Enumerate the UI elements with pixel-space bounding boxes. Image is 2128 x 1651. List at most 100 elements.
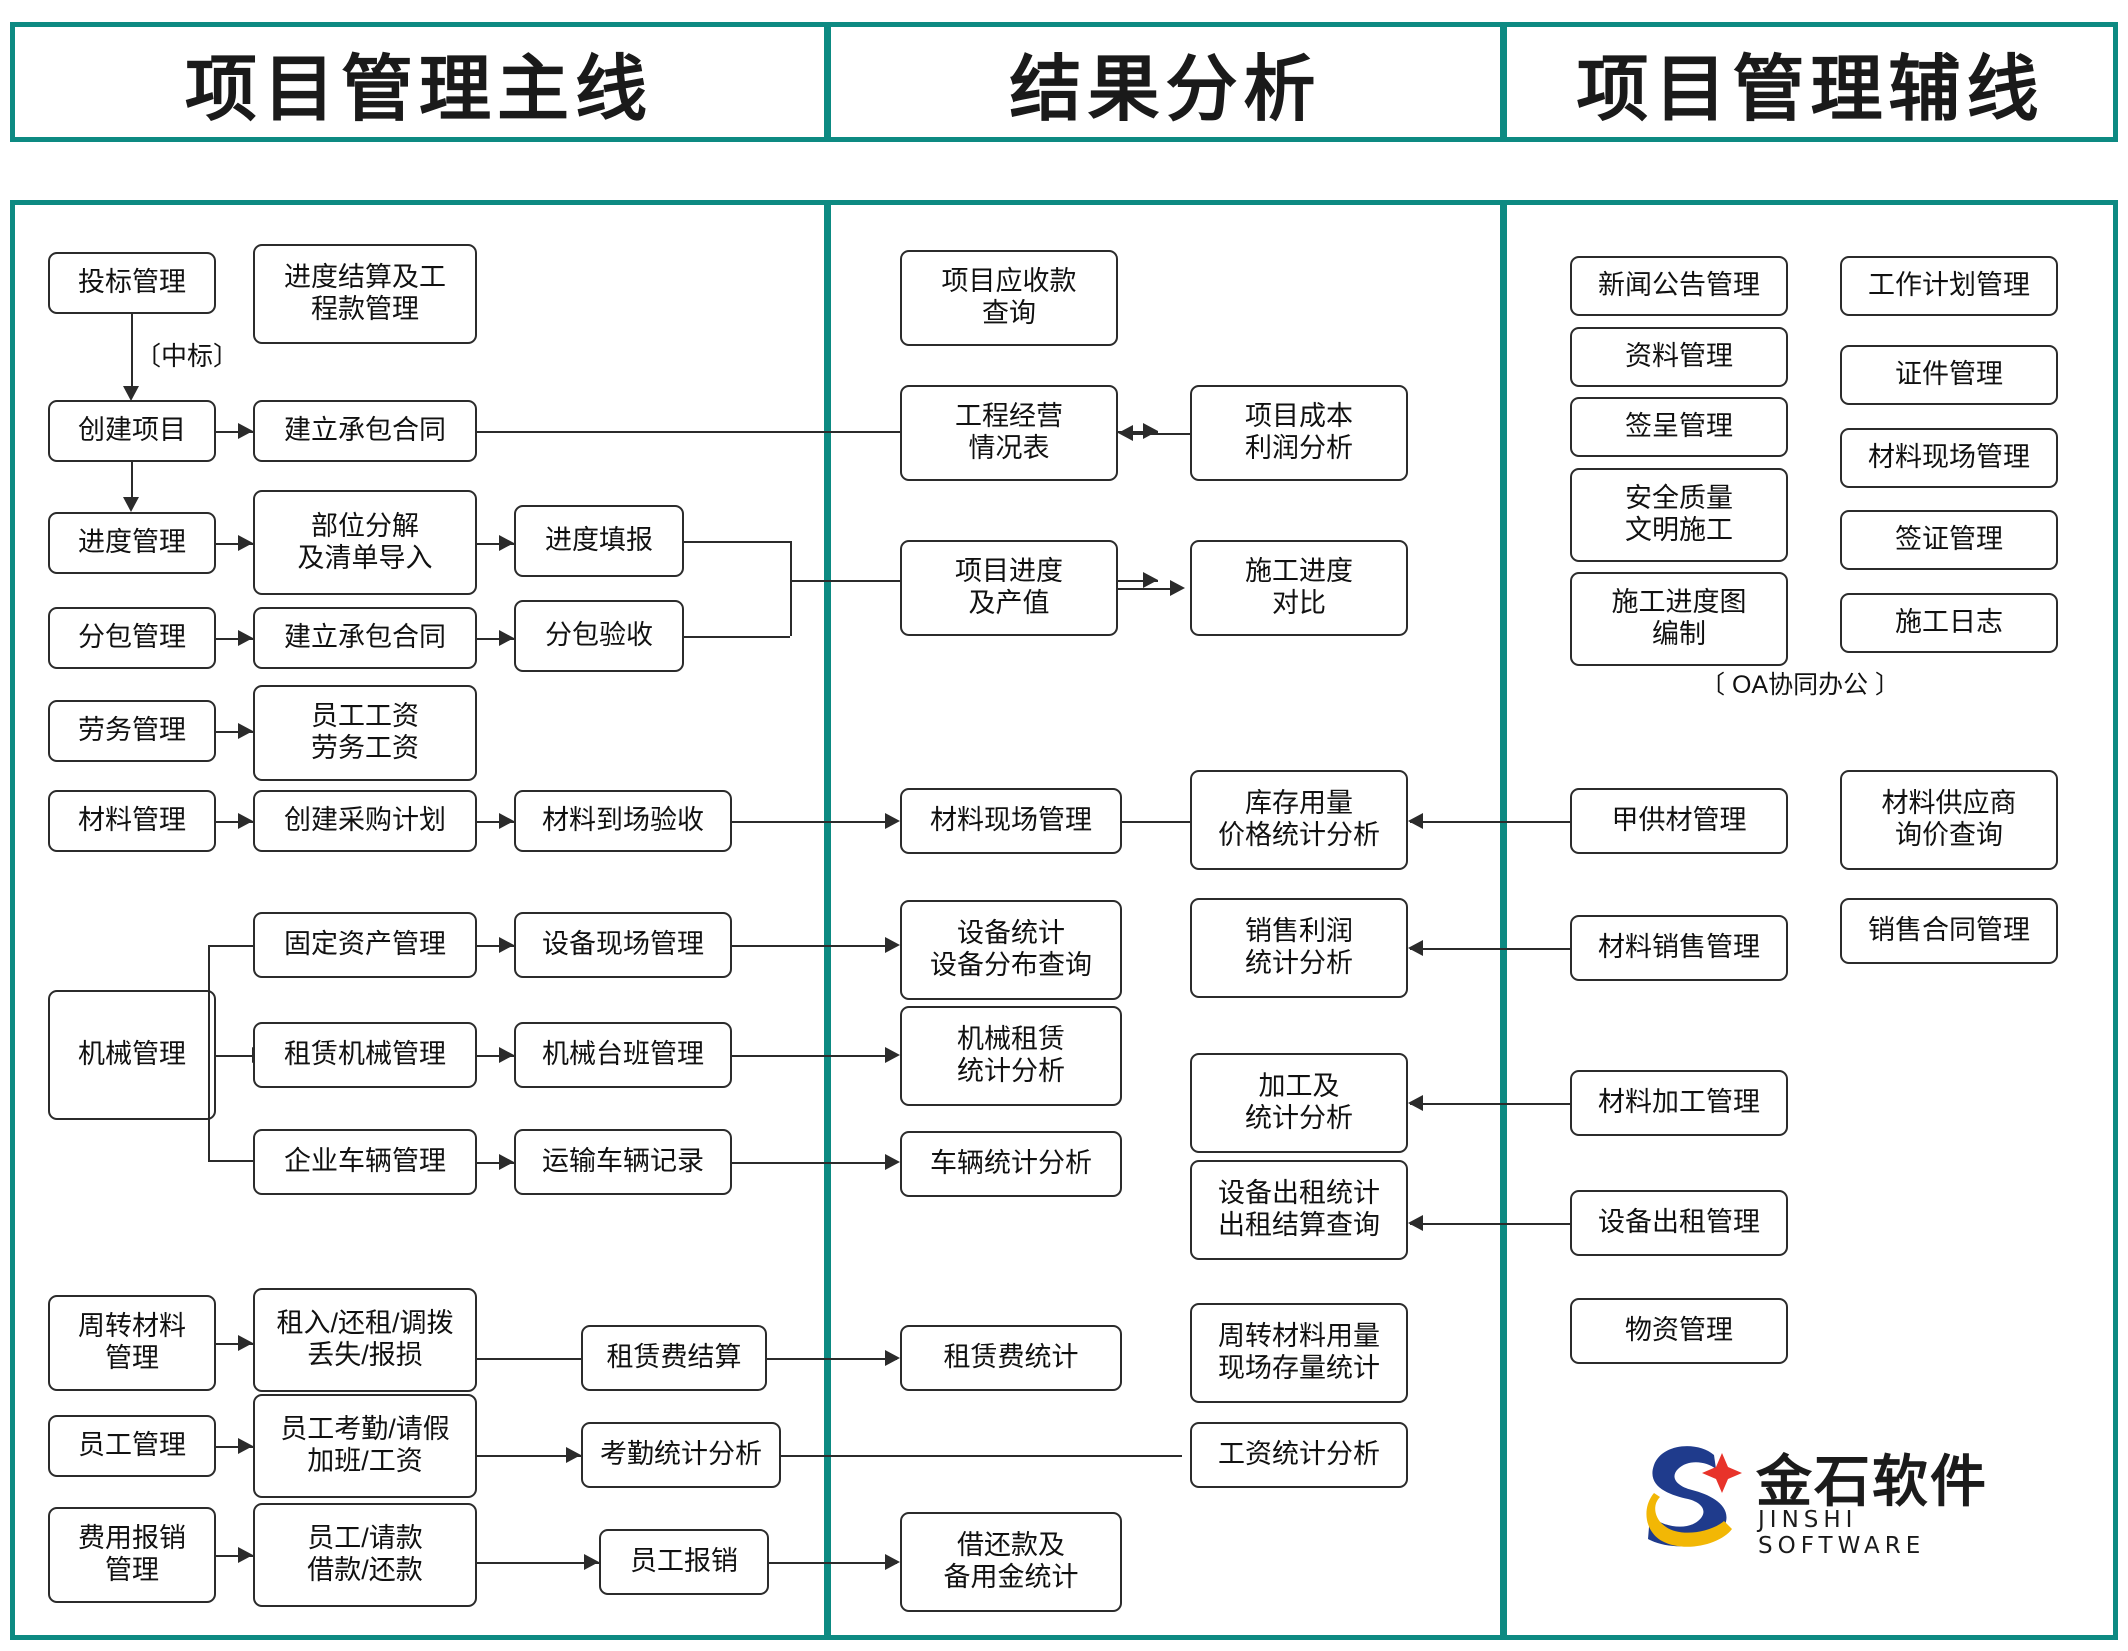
arrow-part-to-fill <box>499 535 514 551</box>
node-machinery-lease-stat[interactable]: 机械租赁 统计分析 <box>900 1006 1122 1106</box>
node-fixed-asset-management[interactable]: 固定资产管理 <box>253 912 477 978</box>
node-staff-reimbursement[interactable]: 员工报销 <box>599 1529 769 1595</box>
aux-item-safety-quality[interactable]: 安全质量 文明施工 <box>1570 468 1788 562</box>
node-staff-management[interactable]: 员工管理 <box>48 1415 216 1477</box>
connector-output-to-compare <box>1118 588 1178 590</box>
node-staff-request-loan[interactable]: 员工/请款 借款/还款 <box>253 1503 477 1607</box>
company-logo: 金石软件 JINSHI SOFTWARE <box>1636 1435 1996 1559</box>
aux-item-material-site[interactable]: 材料现场管理 <box>1840 428 2058 488</box>
connector-create-to-contract1 <box>216 431 253 433</box>
node-material-management[interactable]: 材料管理 <box>48 790 216 852</box>
arrow-staffreq-to-reimb <box>584 1554 599 1570</box>
node-cost-profit[interactable]: 项目成本 利润分析 <box>1190 385 1408 481</box>
aux-node-equipment-rental[interactable]: 设备出租管理 <box>1570 1190 1788 1256</box>
node-operation-status[interactable]: 工程经营 情况表 <box>900 385 1118 481</box>
node-processing-stat[interactable]: 加工及 统计分析 <box>1190 1053 1408 1153</box>
connector-bid-to-create <box>131 314 133 390</box>
connector-supplier-to-inventory <box>1410 821 1570 823</box>
node-leased-machinery[interactable]: 租赁机械管理 <box>253 1022 477 1088</box>
node-material-arrival[interactable]: 材料到场验收 <box>514 790 732 852</box>
node-subcontract-acceptance[interactable]: 分包验收 <box>514 600 684 672</box>
arrow-arrival-to-site <box>885 813 900 829</box>
node-loan-petty-cash-stat[interactable]: 借还款及 备用金统计 <box>900 1512 1122 1612</box>
aux-node-material-sales[interactable]: 材料销售管理 <box>1570 915 1788 981</box>
arrow-labor-to-wages <box>238 723 253 739</box>
node-contract-1[interactable]: 建立承包合同 <box>253 400 477 462</box>
arrow-fixed-to-equipsite <box>499 937 514 953</box>
node-receivable-query[interactable]: 项目应收款 查询 <box>900 250 1118 346</box>
node-progress-settlement[interactable]: 进度结算及工 程款管理 <box>253 244 477 344</box>
node-staff-labor-wages[interactable]: 员工工资 劳务工资 <box>253 685 477 781</box>
header-frame <box>10 22 2118 142</box>
node-transport-record[interactable]: 运输车辆记录 <box>514 1129 732 1195</box>
node-company-vehicle[interactable]: 企业车辆管理 <box>253 1129 477 1195</box>
arrow-supplier-to-inventory <box>1408 813 1423 829</box>
node-create-project[interactable]: 创建项目 <box>48 400 216 462</box>
node-labor-management[interactable]: 劳务管理 <box>48 700 216 762</box>
aux-node-sales-contract[interactable]: 销售合同管理 <box>1840 898 2058 964</box>
aux-item-construction-log[interactable]: 施工日志 <box>1840 593 2058 653</box>
aux-item-news-announcement[interactable]: 新闻公告管理 <box>1570 256 1788 316</box>
aux-item-work-plan[interactable]: 工作计划管理 <box>1840 256 2058 316</box>
arrow-vehicle-to-transport <box>499 1154 514 1170</box>
connector-leased-to-shift <box>477 1055 514 1057</box>
arrow-cost-to-operation <box>1118 425 1133 441</box>
aux-item-approval-management[interactable]: 签呈管理 <box>1570 397 1788 457</box>
node-equipment-rental-stat[interactable]: 设备出租统计 出租结算查询 <box>1190 1160 1408 1260</box>
node-machine-shift[interactable]: 机械台班管理 <box>514 1022 732 1088</box>
arrow-transport-to-stat <box>885 1154 900 1170</box>
node-expense-reimbursement[interactable]: 费用报销 管理 <box>48 1507 216 1603</box>
node-attendance-leave[interactable]: 员工考勤/请假 加班/工资 <box>253 1394 477 1498</box>
arrow-reimb-to-loanstat <box>885 1554 900 1570</box>
connector-machinery-bus <box>208 945 210 1160</box>
node-rent-return-transfer[interactable]: 租入/还租/调拨 丢失/报损 <box>253 1288 477 1392</box>
node-machinery-management[interactable]: 机械管理 <box>48 990 216 1120</box>
node-subcontract-management[interactable]: 分包管理 <box>48 607 216 669</box>
node-turnover-material-stat[interactable]: 周转材料用量 现场存量统计 <box>1190 1303 1408 1403</box>
connector-acceptance-right <box>684 636 790 638</box>
aux-node-supplier-material[interactable]: 甲供材管理 <box>1570 788 1788 854</box>
arrow-turnover-to-rent <box>238 1335 253 1351</box>
node-progress-management[interactable]: 进度管理 <box>48 512 216 574</box>
aux-node-goods-management[interactable]: 物资管理 <box>1570 1298 1788 1364</box>
node-equipment-stat[interactable]: 设备统计 设备分布查询 <box>900 900 1122 1000</box>
connector-progress-to-part <box>216 543 253 545</box>
node-construction-progress-compare[interactable]: 施工进度 对比 <box>1190 540 1408 636</box>
node-rent-fee-stat[interactable]: 租赁费统计 <box>900 1325 1122 1391</box>
node-attendance-stat[interactable]: 考勤统计分析 <box>581 1422 781 1488</box>
aux-item-visa-management[interactable]: 签证管理 <box>1840 510 2058 570</box>
aux-item-construction-schedule[interactable]: 施工进度图 编制 <box>1570 572 1788 666</box>
connector-rent-to-settlement <box>477 1358 581 1360</box>
node-material-site-management[interactable]: 材料现场管理 <box>900 788 1122 854</box>
aux-node-material-supplier-quote[interactable]: 材料供应商 询价查询 <box>1840 770 2058 870</box>
node-sales-profit-stat[interactable]: 销售利润 统计分析 <box>1190 898 1408 998</box>
aux-item-document-management[interactable]: 资料管理 <box>1570 327 1788 387</box>
header-aux-line: 项目管理辅线 <box>1507 26 2114 138</box>
node-equipment-site-management[interactable]: 设备现场管理 <box>514 912 732 978</box>
connector-machinery-stub <box>216 1055 271 1057</box>
node-turnover-material[interactable]: 周转材料 管理 <box>48 1295 216 1391</box>
aux-item-certificate[interactable]: 证件管理 <box>1840 345 2058 405</box>
connector-expense-to-staffreq <box>216 1555 253 1557</box>
connector-labor-to-wages <box>216 731 253 733</box>
connector-equipsite-to-stat <box>732 945 896 947</box>
node-part-decomposition[interactable]: 部位分解 及清单导入 <box>253 490 477 595</box>
node-contract-2[interactable]: 建立承包合同 <box>253 607 477 669</box>
node-inventory-price-stat[interactable]: 库存用量 价格统计分析 <box>1190 770 1408 870</box>
node-vehicle-stat[interactable]: 车辆统计分析 <box>900 1131 1122 1197</box>
connector-arrival-to-site <box>732 821 896 823</box>
node-create-purchase-plan[interactable]: 创建采购计划 <box>253 790 477 852</box>
node-progress-fill[interactable]: 进度填报 <box>514 505 684 577</box>
arrow-processing-to-stat <box>1408 1095 1423 1111</box>
node-project-progress-output[interactable]: 项目进度 及产值 <box>900 540 1118 636</box>
arrow-create-to-progress <box>123 497 139 512</box>
node-rent-settlement[interactable]: 租赁费结算 <box>581 1325 767 1391</box>
label-oa-note: 〔 OA协同办公 〕 <box>1700 671 1901 699</box>
node-bid-management[interactable]: 投标管理 <box>48 252 216 314</box>
arrow-purchase-to-arrival <box>499 813 514 829</box>
node-wage-stat[interactable]: 工资统计分析 <box>1190 1422 1408 1488</box>
aux-node-material-processing[interactable]: 材料加工管理 <box>1570 1070 1788 1136</box>
connector-merge-vertical <box>790 541 792 636</box>
arrow-sales-to-profitstat <box>1408 940 1423 956</box>
connector-machinery-branch-top <box>208 945 253 947</box>
